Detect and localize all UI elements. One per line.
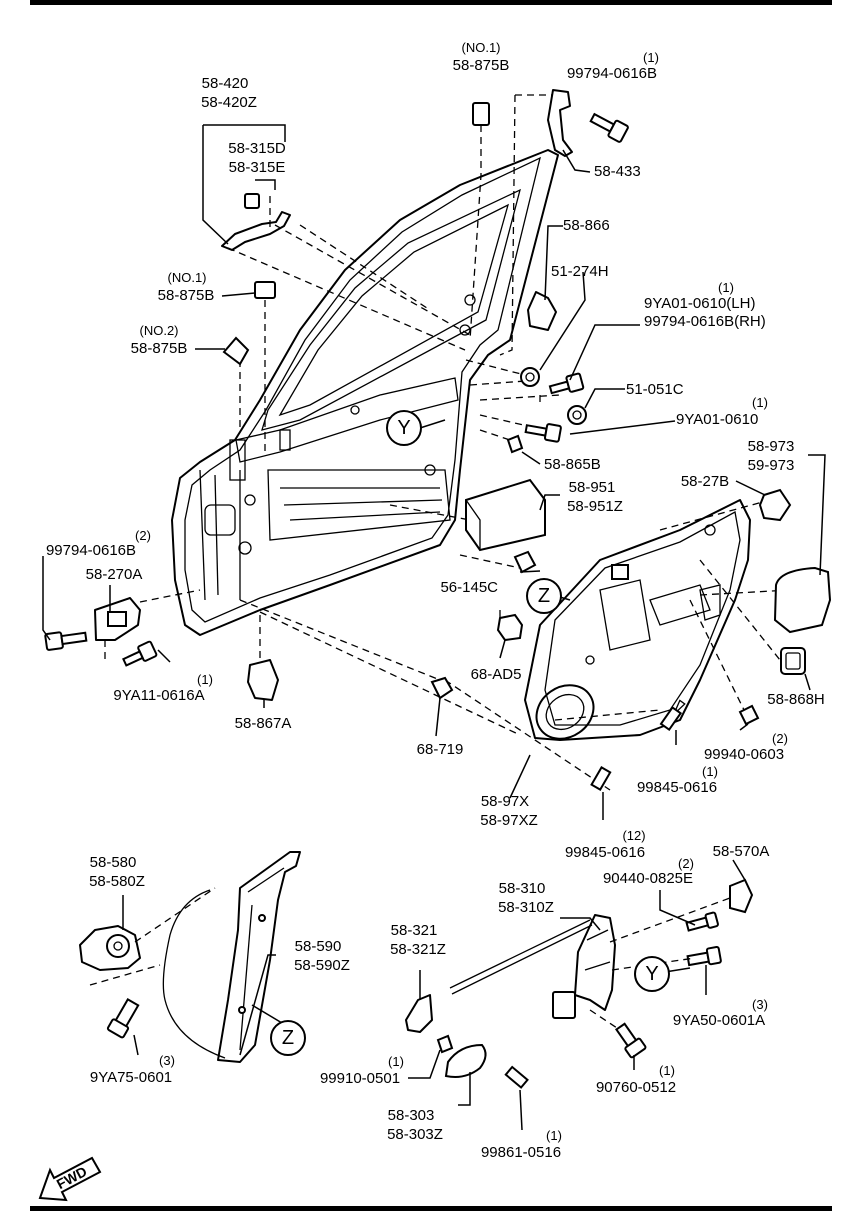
left-hinge-parts — [44, 597, 279, 701]
label-qty-99910: (1) — [388, 1054, 404, 1069]
label-58-590z: 58-590Z — [294, 957, 350, 974]
label-9ya01-0610: 9YA01-0610 — [676, 411, 759, 428]
label-51-274h: 51-274H — [551, 263, 609, 280]
label-9ya01-0610-lh: 9YA01-0610(LH) — [644, 295, 756, 312]
label-58-310: 58-310 — [498, 880, 546, 897]
label-58-875b-no2: 58-875B — [130, 340, 188, 357]
label-56-145c: 56-145C — [440, 579, 498, 596]
label-99940-0603: 99940-0603 — [703, 746, 785, 763]
door-dashed-guides — [104, 94, 791, 791]
label-qty-9ya50: (3) — [752, 997, 768, 1012]
label-99794-0616b-top: 99794-0616B — [566, 65, 658, 82]
label-qty-99794-top: (1) — [643, 50, 659, 65]
label-qty-90760: (1) — [659, 1063, 675, 1078]
label-58-303: 58-303 — [387, 1107, 435, 1124]
label-58-321: 58-321 — [390, 922, 438, 939]
label-9ya75-0601: 9YA75-0601 — [89, 1069, 173, 1086]
label-qty-99940: (2) — [772, 731, 788, 746]
label-58-570a: 58-570A — [712, 843, 770, 860]
label-no1-875b-mid-note: (NO.1) — [167, 270, 207, 285]
label-58-973: 58-973 — [747, 438, 795, 455]
label-58-310z: 58-310Z — [498, 899, 554, 916]
trim-fasteners — [430, 488, 832, 792]
regulator-assembly — [79, 851, 301, 1063]
label-58-865b: 58-865B — [544, 456, 601, 473]
label-99794-0616b-left: 99794-0616B — [45, 542, 137, 559]
door-shell — [171, 149, 559, 636]
label-58-303z: 58-303Z — [387, 1126, 443, 1143]
callout-z-regulator: Z — [270, 1020, 306, 1056]
label-58-868h: 58-868H — [767, 691, 825, 708]
label-99861-0516: 99861-0516 — [480, 1144, 562, 1161]
label-no1-875b-top-note: (NO.1) — [461, 40, 501, 55]
label-68-719: 68-719 — [416, 741, 464, 758]
label-58-27b: 58-27B — [680, 473, 730, 490]
fwd-arrow-icon: FWD — [38, 1156, 102, 1202]
label-qty-9ya75: (3) — [159, 1053, 175, 1068]
label-99845-0616-a: 99845-0616 — [636, 779, 718, 796]
latch-assembly — [405, 878, 754, 1089]
callout-z-door: Z — [526, 578, 562, 614]
label-9ya50-0601a: 9YA50-0601A — [672, 1012, 766, 1029]
top-rule — [30, 0, 832, 5]
upper-parts — [221, 89, 629, 574]
label-58-580z: 58-580Z — [89, 873, 145, 890]
label-90440-0825e: 90440-0825E — [602, 870, 694, 887]
label-qty-99845-a: (1) — [702, 764, 718, 779]
bottom-rule — [30, 1206, 832, 1211]
label-58-270a: 58-270A — [85, 566, 143, 583]
label-qty-9ya11: (1) — [197, 672, 213, 687]
label-58-420: 58-420 — [201, 75, 249, 92]
label-leaders — [42, 124, 826, 1131]
callout-y-door: Y — [386, 410, 422, 446]
label-58-97x: 58-97X — [480, 793, 530, 810]
label-58-420z: 58-420Z — [201, 94, 257, 111]
label-99910-0501: 99910-0501 — [319, 1070, 401, 1087]
callout-y-latch: Y — [634, 956, 670, 992]
label-58-875b-mid: 58-875B — [157, 287, 215, 304]
label-90760-0512: 90760-0512 — [595, 1079, 677, 1096]
label-qty-99861: (1) — [546, 1128, 562, 1143]
label-59-973: 59-973 — [747, 457, 795, 474]
label-58-321z: 58-321Z — [390, 941, 446, 958]
label-qty-99794-left: (2) — [135, 528, 151, 543]
label-99794-0616b-rh: 99794-0616B(RH) — [644, 313, 766, 330]
label-58-951: 58-951 — [568, 479, 616, 496]
label-9ya11-0616a: 9YA11-0616A — [113, 687, 205, 704]
label-qty-9ya01-lh: (1) — [718, 280, 734, 295]
label-58-433: 58-433 — [594, 163, 641, 180]
trim-panel — [524, 499, 751, 741]
label-58-315d: 58-315D — [228, 140, 286, 157]
label-qty-90440: (2) — [678, 856, 694, 871]
label-58-867a: 58-867A — [234, 715, 292, 732]
label-58-866: 58-866 — [563, 217, 610, 234]
label-qty-99845-b: (12) — [622, 828, 646, 843]
label-58-951z: 58-951Z — [567, 498, 623, 515]
label-99845-0616-b: 99845-0616 — [564, 844, 646, 861]
label-58-590: 58-590 — [294, 938, 342, 955]
label-58-97xz: 58-97XZ — [480, 812, 538, 829]
label-51-051c: 51-051C — [626, 381, 684, 398]
label-68-ad5: 68-AD5 — [470, 666, 522, 683]
label-58-580: 58-580 — [89, 854, 137, 871]
label-58-875b-top: 58-875B — [452, 57, 510, 74]
label-qty-9ya01-0610: (1) — [752, 395, 768, 410]
label-no2-875b-note: (NO.2) — [139, 323, 179, 338]
label-58-315e: 58-315E — [228, 159, 286, 176]
